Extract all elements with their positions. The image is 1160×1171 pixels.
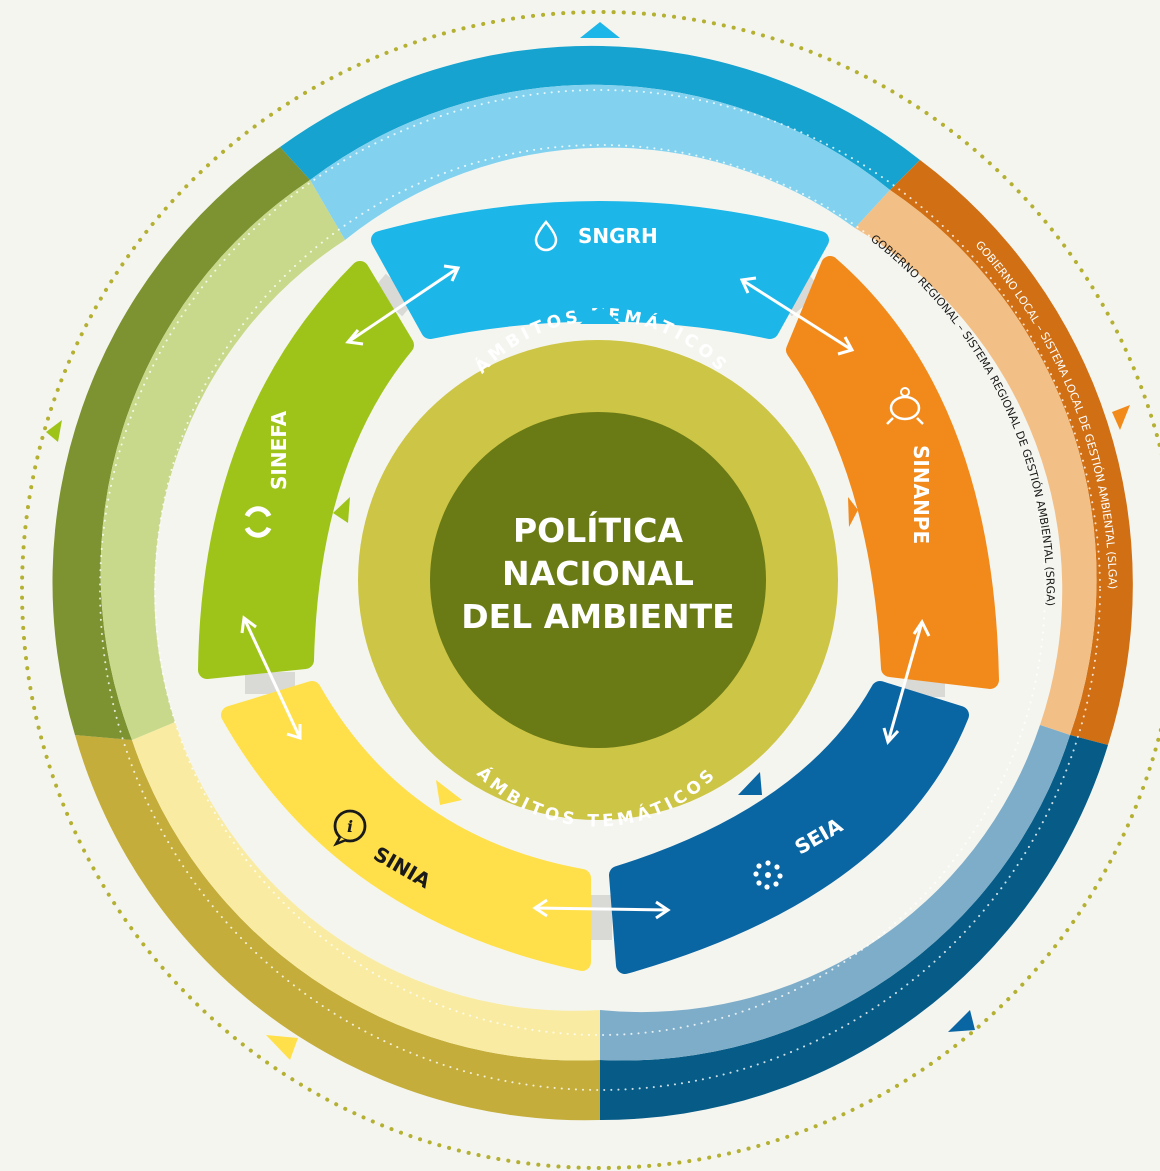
turtle-icon bbox=[886, 387, 924, 425]
sinefa-cycle-icon bbox=[244, 506, 272, 538]
outer-ring-olive bbox=[52, 147, 311, 740]
svg-text:i: i bbox=[347, 817, 353, 836]
arrow-sinefa-sngrh bbox=[347, 266, 459, 344]
middle-ring-orange bbox=[855, 190, 1097, 735]
segment-sinanpe[interactable] bbox=[786, 256, 999, 689]
seia-dots-icon bbox=[753, 860, 783, 890]
outer-ring-orange bbox=[890, 160, 1133, 745]
middle-ring-darkblue bbox=[600, 725, 1070, 1061]
sinanpe-label: SINANPE bbox=[909, 445, 933, 544]
segment-sngrh[interactable] bbox=[371, 201, 829, 339]
inner-dotted-track bbox=[154, 144, 1046, 1036]
middle-ring-green bbox=[100, 180, 345, 740]
segment-seia[interactable] bbox=[609, 681, 969, 974]
sinanpe-label-group: SINANPE bbox=[909, 445, 933, 544]
sngrh-label-group: SNGRH bbox=[534, 220, 658, 252]
center-title-line2: NACIONAL bbox=[502, 554, 694, 593]
outer-dotted-ring bbox=[20, 10, 1160, 1170]
middle-ring-yellow bbox=[132, 722, 600, 1061]
triangle-markers bbox=[46, 22, 1130, 1060]
arrow-sinia-seia bbox=[534, 906, 669, 912]
info-bubble-icon: i bbox=[333, 809, 367, 847]
outer-dotted-track bbox=[99, 89, 1101, 1091]
sngrh-label: SNGRH bbox=[578, 224, 658, 248]
outer-ring-mustard bbox=[75, 735, 600, 1121]
arrow-sngrh-sinanpe bbox=[741, 278, 853, 352]
water-drop-icon bbox=[534, 220, 558, 252]
sinefa-label-group: SINEFA bbox=[267, 410, 291, 490]
arrow-sinanpe-seia bbox=[886, 621, 924, 743]
middle-ring-blue bbox=[310, 84, 890, 240]
segment-sinefa[interactable] bbox=[198, 261, 414, 679]
segment-sinia[interactable] bbox=[221, 681, 591, 971]
center-circle bbox=[430, 412, 766, 748]
center-title-line1: POLÍTICA bbox=[513, 510, 684, 550]
center-title-line3: DEL AMBIENTE bbox=[461, 597, 734, 636]
outer-ring-blue bbox=[280, 45, 920, 191]
sinefa-label: SINEFA bbox=[267, 410, 291, 490]
middle-ring bbox=[100, 84, 1097, 1061]
outer-ring-darkblue bbox=[600, 735, 1108, 1121]
arrow-sinefa-sinia bbox=[242, 617, 302, 739]
outer-ring bbox=[52, 45, 1133, 1121]
arrows bbox=[240, 264, 931, 920]
